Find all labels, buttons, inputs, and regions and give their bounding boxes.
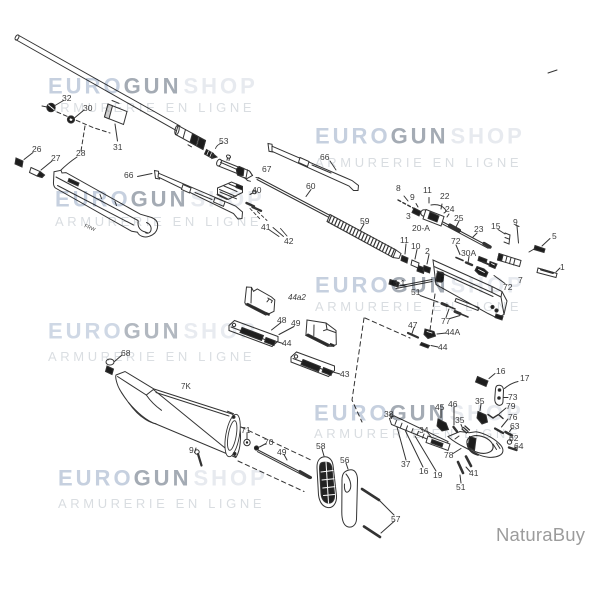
svg-text:59: 59 [360,216,370,226]
svg-text:44: 44 [282,338,292,348]
svg-text:ARMURERIE EN LIGNE: ARMURERIE EN LIGNE [58,496,265,511]
svg-text:6-1: 6-1 [393,278,406,288]
svg-text:37: 37 [401,459,411,469]
svg-text:40: 40 [252,185,262,195]
svg-text:15: 15 [491,221,501,231]
svg-text:49: 49 [277,447,287,457]
svg-text:24: 24 [445,204,455,214]
svg-text:ARMURERIE EN LIGNE: ARMURERIE EN LIGNE [315,155,522,170]
svg-text:46: 46 [448,399,458,409]
svg-text:57: 57 [391,514,401,524]
svg-text:44A: 44A [445,327,460,337]
svg-text:73: 73 [508,392,518,402]
svg-text:67: 67 [262,164,272,174]
svg-text:NaturaBuy: NaturaBuy [496,524,586,545]
svg-text:41: 41 [469,468,479,478]
svg-text:27: 27 [51,153,61,163]
svg-text:49: 49 [291,318,301,328]
svg-text:42: 42 [284,236,294,246]
svg-text:58: 58 [316,441,326,451]
svg-text:68: 68 [121,348,131,358]
svg-text:2: 2 [425,246,430,256]
svg-text:25: 25 [454,213,464,223]
svg-text:63: 63 [510,421,520,431]
svg-text:EUROGUNSHOP: EUROGUNSHOP [315,124,525,149]
svg-text:ARMURERIE EN LIGNE: ARMURERIE EN LIGNE [55,214,262,229]
svg-text:16: 16 [496,366,506,376]
svg-text:72: 72 [451,236,461,246]
svg-text:11: 11 [423,185,432,195]
svg-text:7K: 7K [181,382,191,391]
svg-text:79: 79 [506,401,516,411]
svg-text:72: 72 [503,282,513,292]
svg-text:EUROGUNSHOP: EUROGUNSHOP [58,466,268,491]
svg-text:38: 38 [384,409,394,419]
svg-text:3: 3 [406,211,411,221]
svg-text:53: 53 [219,136,229,146]
svg-text:43: 43 [340,369,350,379]
svg-text:9: 9 [513,217,518,227]
svg-text:EUROGUNSHOP: EUROGUNSHOP [48,74,258,99]
svg-text:78: 78 [444,450,454,460]
svg-text:44a2: 44a2 [288,293,306,302]
svg-text:31: 31 [113,142,123,152]
svg-text:ARMURERIE EN LIGNE: ARMURERIE EN LIGNE [314,426,521,441]
svg-text:ARMURERIE EN LIGNE: ARMURERIE EN LIGNE [48,349,255,364]
svg-text:71: 71 [241,425,251,435]
svg-text:20-A: 20-A [412,223,430,233]
svg-text:22: 22 [440,191,450,201]
svg-text:FRW: FRW [83,223,96,233]
svg-text:26: 26 [32,144,42,154]
svg-text:ARMURERIE EN LIGNE: ARMURERIE EN LIGNE [315,299,522,314]
svg-text:9: 9 [189,445,194,455]
svg-text:35: 35 [455,415,465,425]
svg-text:44: 44 [438,342,448,352]
svg-text:17: 17 [520,373,530,383]
svg-text:1: 1 [560,262,565,272]
svg-text:28: 28 [76,148,86,158]
svg-text:47: 47 [408,320,418,330]
svg-text:32: 32 [62,93,72,103]
svg-text:41: 41 [261,222,271,232]
svg-text:48: 48 [277,315,287,325]
svg-text:19: 19 [433,470,443,480]
svg-text:30A: 30A [461,248,476,258]
svg-text:76: 76 [508,412,518,422]
svg-text:60: 60 [306,181,316,191]
svg-text:11: 11 [400,235,409,245]
svg-text:5: 5 [552,231,557,241]
svg-text:9: 9 [410,192,415,202]
svg-text:30: 30 [83,103,93,113]
svg-text:51: 51 [411,287,421,297]
svg-text:45: 45 [435,402,445,412]
svg-text:34: 34 [419,425,429,435]
svg-text:7: 7 [518,275,523,285]
svg-text:77: 77 [441,316,451,326]
svg-text:16: 16 [419,466,429,476]
svg-text:23: 23 [474,224,484,234]
svg-text:35: 35 [475,396,485,406]
svg-text:64: 64 [514,441,524,451]
svg-text:EUROGUNSHOP: EUROGUNSHOP [55,187,265,212]
svg-text:EUROGUNSHOP: EUROGUNSHOP [315,273,525,298]
svg-text:ARMURERIE EN LIGNE: ARMURERIE EN LIGNE [48,100,255,115]
svg-text:66: 66 [320,152,330,162]
svg-text:10: 10 [411,241,421,251]
svg-text:EUROGUNSHOP: EUROGUNSHOP [314,401,524,426]
svg-text:EUROGUNSHOP: EUROGUNSHOP [48,319,258,344]
svg-text:56: 56 [340,455,350,465]
svg-text:8: 8 [396,183,401,193]
svg-text:66: 66 [124,170,134,180]
svg-text:62: 62 [509,433,519,443]
svg-text:51: 51 [456,482,466,492]
svg-text:70: 70 [264,437,274,447]
